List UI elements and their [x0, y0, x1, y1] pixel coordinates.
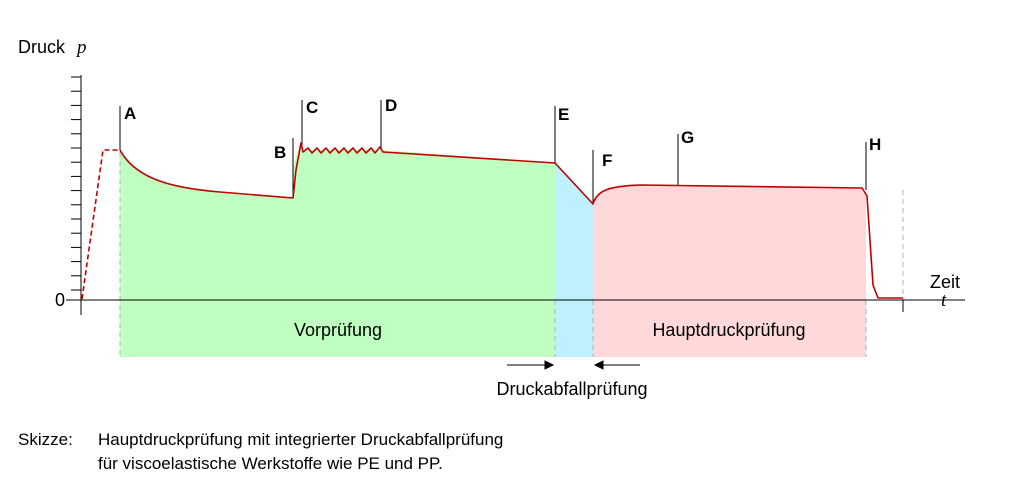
point-label-e: E	[558, 105, 569, 124]
ramp-up-dashed	[81, 149, 120, 300]
point-label-c: C	[306, 98, 318, 117]
phase-label-vorpruefung: Vorprüfung	[294, 320, 382, 340]
caption-line-2: für viscoelastische Werkstoffe wie PE un…	[98, 454, 443, 473]
point-label-a: A	[124, 104, 136, 123]
phase-label-hauptdruck: Hauptdruckprüfung	[652, 320, 805, 340]
x-axis-symbol: t	[941, 290, 947, 311]
caption-line-1: Hauptdruckprüfung mit integrierter Druck…	[98, 430, 504, 449]
point-label-b: B	[274, 143, 286, 162]
y-axis-ticks	[71, 76, 81, 291]
caption-key: Skizze:	[18, 430, 73, 449]
phase-boundary-guides	[119, 152, 904, 357]
y-axis-symbol: p	[75, 37, 87, 58]
point-label-f: F	[602, 151, 612, 170]
druckabfall-bracket	[507, 360, 640, 370]
point-label-h: H	[869, 135, 881, 154]
hauptdruck-zone	[593, 185, 866, 357]
x-axis-label: Zeit	[930, 272, 960, 292]
pressure-curve	[119, 142, 903, 299]
point-label-d: D	[385, 96, 397, 115]
point-markers	[119, 100, 867, 204]
point-label-g: G	[681, 128, 694, 147]
caption: Skizze: Hauptdruckprüfung mit integriert…	[18, 428, 503, 476]
pressure-time-diagram: Druck p 0 Zeit t A B C D E F G H Vorprüf…	[18, 37, 965, 399]
druckabfall-zone	[555, 163, 593, 357]
origin-label: 0	[55, 290, 65, 310]
y-axis-label: Druck	[18, 37, 66, 57]
phase-label-druckabfall: Druckabfallprüfung	[496, 379, 647, 399]
vorpruefung-zone	[120, 143, 555, 357]
